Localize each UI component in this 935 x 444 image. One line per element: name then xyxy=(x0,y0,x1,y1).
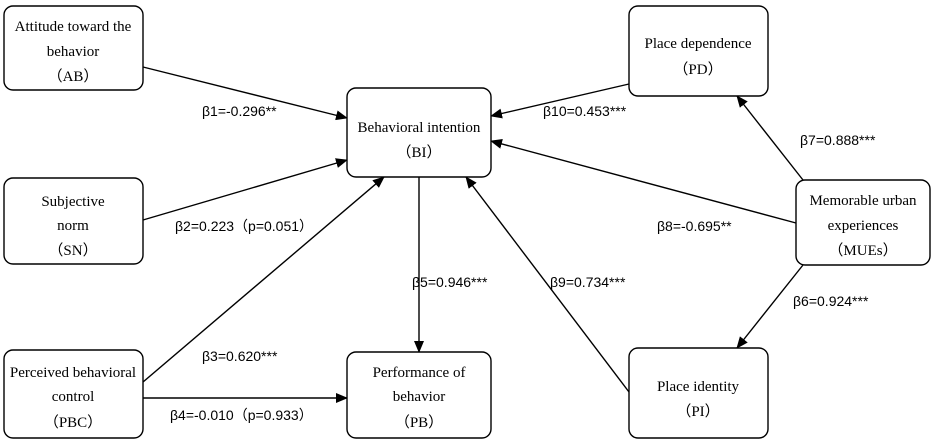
coef-b8: β8=-0.695** xyxy=(657,218,732,234)
edge-mues-bi xyxy=(490,139,797,224)
node-bi-line2: （BI） xyxy=(396,144,441,161)
node-mues-line1: Memorable urban xyxy=(809,193,917,209)
edge-pd-bi xyxy=(490,83,630,119)
node-pi: Place identity （PI） xyxy=(628,347,769,439)
node-pi-line2: （PI） xyxy=(676,403,719,420)
node-sn: Subjective norm （SN） xyxy=(3,177,144,265)
edge-mues-pi xyxy=(736,264,804,349)
coef-b9: β9=0.734*** xyxy=(550,274,626,290)
node-pbc-line2: control xyxy=(52,389,95,405)
coef-b5: β5=0.946*** xyxy=(412,274,488,290)
coef-b10: β10=0.453*** xyxy=(543,103,627,119)
coef-b2: β2=0.223（p=0.051） xyxy=(175,218,313,234)
node-ab-line3: （AB） xyxy=(48,68,99,85)
node-pd-line2: （PD） xyxy=(673,61,722,78)
coef-b6: β6=0.924*** xyxy=(793,293,869,309)
node-ab: Attitude toward the behavior （AB） xyxy=(3,5,144,91)
node-pbc: Perceived behavioral control （PBC） xyxy=(3,349,144,439)
coef-b7: β7=0.888*** xyxy=(800,132,876,148)
coef-b4: β4=-0.010（p=0.933） xyxy=(170,407,313,423)
edge-mues-pd xyxy=(736,95,804,181)
node-bi: Behavioral intention （BI） xyxy=(346,87,492,178)
edge-pbc-bi xyxy=(142,176,385,383)
coef-b3: β3=0.620*** xyxy=(202,348,278,364)
node-pb-line2: behavior xyxy=(393,389,445,405)
node-pb-line1: Performance of xyxy=(373,365,466,381)
node-pbc-line1: Perceived behavioral xyxy=(10,365,136,381)
node-mues-line3: （MUEs） xyxy=(828,242,897,259)
node-sn-line1: Subjective xyxy=(41,194,105,210)
edges xyxy=(142,66,804,403)
coef-b1: β1=-0.296** xyxy=(202,103,277,119)
edge-ab-bi xyxy=(142,66,348,121)
node-mues-line2: experiences xyxy=(828,218,899,234)
coefficient-labels: β1=-0.296** β2=0.223（p=0.051） β3=0.620**… xyxy=(170,103,876,423)
node-pi-line1: Place identity xyxy=(657,379,740,395)
node-ab-line1: Attitude toward the xyxy=(15,19,132,35)
node-bi-line1: Behavioral intention xyxy=(358,120,481,136)
node-pb: Performance of behavior （PB） xyxy=(346,351,492,439)
node-pbc-line3: （PBC） xyxy=(44,414,102,431)
node-pd-line1: Place dependence xyxy=(644,36,751,52)
node-pb-line3: （PB） xyxy=(395,414,443,431)
node-sn-line3: （SN） xyxy=(48,242,97,259)
edge-pi-bi xyxy=(465,176,630,393)
edge-sn-bi xyxy=(142,158,348,221)
node-mues: Memorable urban experiences （MUEs） xyxy=(795,179,931,266)
node-sn-line2: norm xyxy=(57,218,89,234)
node-ab-line2: behavior xyxy=(47,44,99,60)
node-pd: Place dependence （PD） xyxy=(628,5,769,97)
